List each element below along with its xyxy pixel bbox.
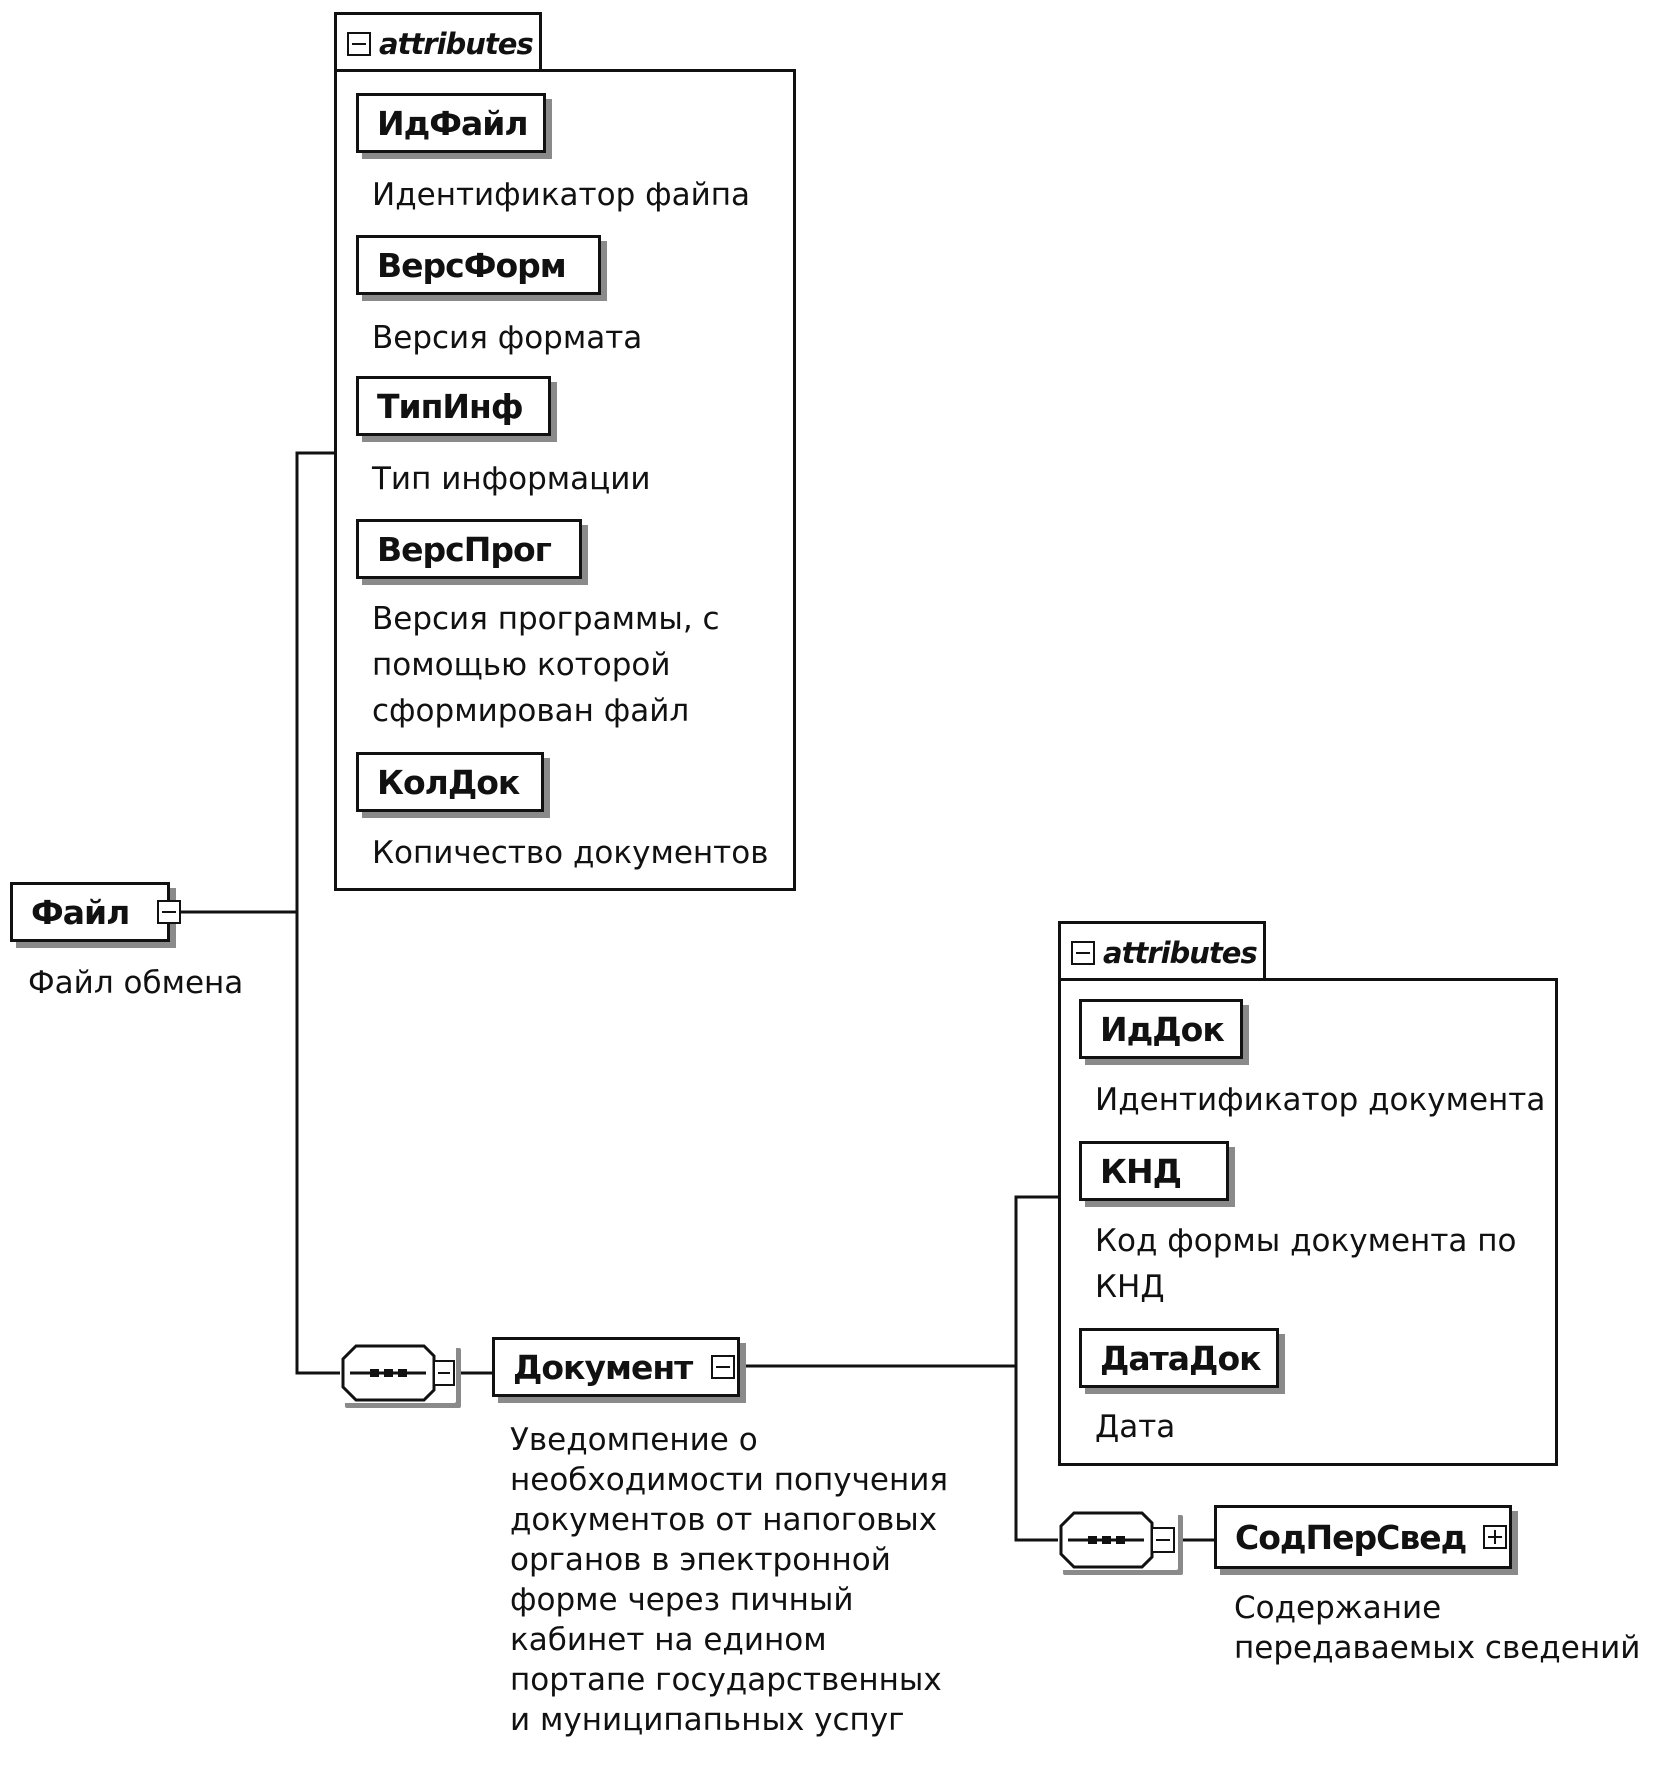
file-attributes-tab[interactable]: attributes — [334, 12, 542, 72]
attribute-node-tipinf[interactable]: ТипИнф — [356, 376, 551, 436]
root-element-node[interactable]: Файл — [10, 882, 181, 942]
collapse-toggle-icon[interactable] — [157, 900, 181, 924]
attribute-name: ИдДок — [1100, 1009, 1225, 1049]
attribute-name: ВерсПрог — [377, 529, 552, 569]
content-element-node[interactable]: СодПерСвед — [1214, 1505, 1512, 1569]
attribute-description: Дата — [1095, 1409, 1176, 1445]
attribute-node-koldok[interactable]: КолДок — [356, 752, 544, 812]
document-attributes-tab[interactable]: attributes — [1058, 921, 1266, 981]
attribute-name: ТипИнф — [377, 386, 524, 426]
attribute-node-versprog[interactable]: ВерсПрог — [356, 519, 582, 579]
attributes-tab-label: attributes — [1103, 935, 1258, 970]
sequence-compositor-icon[interactable] — [1058, 1510, 1178, 1570]
document-attributes-panel: ИдДок Идентификатор документа КНД Код фо… — [1058, 978, 1558, 1466]
attribute-name: КолДок — [377, 762, 520, 802]
root-element-label: Файл — [31, 892, 130, 932]
content-element-label: СодПерСвед — [1235, 1517, 1467, 1557]
attribute-description: Идентификатор файпа — [372, 177, 751, 213]
attribute-node-idfile[interactable]: ИдФайл — [356, 93, 546, 153]
attribute-node-datadok[interactable]: ДатаДок — [1079, 1328, 1279, 1388]
attribute-node-versform[interactable]: ВерсФорм — [356, 235, 601, 295]
attribute-description: Идентификатор документа — [1095, 1082, 1546, 1118]
attributes-tab-label: attributes — [379, 26, 534, 61]
attribute-name: КНД — [1100, 1151, 1182, 1191]
document-element-node[interactable]: Документ — [492, 1337, 740, 1397]
collapse-toggle-icon[interactable] — [1071, 940, 1095, 965]
attribute-node-iddok[interactable]: ИдДок — [1079, 999, 1243, 1059]
attribute-name: ДатаДок — [1100, 1338, 1262, 1378]
expand-toggle-icon[interactable] — [1483, 1525, 1507, 1549]
attribute-node-knd[interactable]: КНД — [1079, 1141, 1229, 1201]
document-element-label: Документ — [513, 1347, 693, 1387]
attribute-name: ИдФайл — [377, 103, 529, 143]
collapse-toggle-icon[interactable] — [347, 31, 371, 56]
attribute-description: Копичество документов — [372, 835, 769, 871]
attribute-description: Версия программы, с помощью которой сфор… — [372, 601, 720, 729]
document-element-description: Уведомпение о необходимости попучения до… — [510, 1422, 949, 1738]
attribute-description: Версия формата — [372, 320, 643, 356]
file-attributes-panel: ИдФайл Идентификатор файпа ВерсФорм Верс… — [334, 69, 796, 891]
attribute-name: ВерсФорм — [377, 245, 567, 285]
root-branch-line — [295, 451, 340, 1375]
root-element-description: Файл обмена — [28, 965, 244, 1001]
attribute-description: Тип информации — [372, 461, 651, 497]
collapse-toggle-icon[interactable] — [711, 1355, 735, 1379]
document-branch-line — [1014, 1195, 1058, 1542]
sequence-compositor-icon[interactable] — [340, 1343, 456, 1403]
attribute-description: Код формы документа по КНД — [1095, 1223, 1517, 1305]
content-element-description: Содержание передаваемых сведений — [1234, 1590, 1641, 1666]
